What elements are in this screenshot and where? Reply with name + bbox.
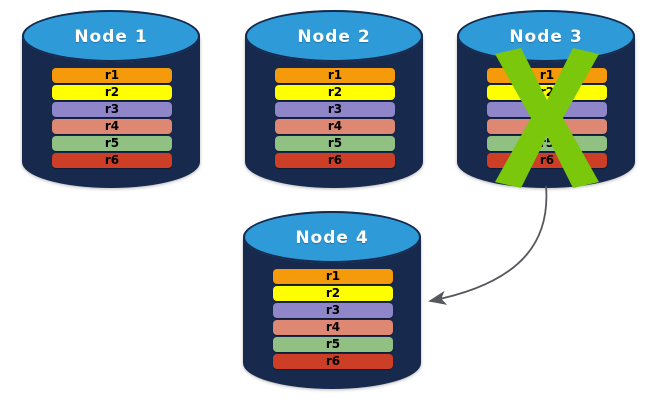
row-item[interactable]: r5 <box>52 136 172 151</box>
row-item[interactable]: r1 <box>52 68 172 83</box>
row-label: r6 <box>539 153 555 167</box>
row-item[interactable]: r2 <box>273 286 393 301</box>
row-label: r4 <box>539 119 555 133</box>
row-label: r3 <box>325 303 341 317</box>
row-label: r2 <box>327 85 343 99</box>
row-label: r4 <box>104 119 120 133</box>
row-label: r5 <box>104 136 120 150</box>
row-label: r1 <box>539 68 555 82</box>
row-label: r5 <box>325 337 341 351</box>
cylinder-top-disc <box>22 10 200 62</box>
row-item[interactable]: r3 <box>52 102 172 117</box>
row-item[interactable]: r3 <box>273 303 393 318</box>
row-stack: r1 r2 r3 r4 r5 r6 <box>273 269 393 371</box>
row-item[interactable]: r2 <box>275 85 395 100</box>
row-label: r6 <box>325 354 341 368</box>
row-label: r3 <box>327 102 343 116</box>
row-item[interactable]: r5 <box>275 136 395 151</box>
row-item[interactable]: r3 <box>275 102 395 117</box>
row-label: r5 <box>539 136 555 150</box>
row-item[interactable]: r3 <box>487 102 607 117</box>
row-item[interactable]: r6 <box>275 153 395 168</box>
node-title: Node 4 <box>295 228 369 248</box>
row-label: r3 <box>539 102 555 116</box>
row-item[interactable]: r4 <box>487 119 607 134</box>
row-label: r2 <box>104 85 120 99</box>
row-label: r2 <box>325 286 341 300</box>
row-stack: r1 r2 r3 r4 r5 r6 <box>487 68 607 170</box>
row-label: r4 <box>325 320 341 334</box>
row-label: r1 <box>325 269 341 283</box>
row-label: r3 <box>104 102 120 116</box>
node-title: Node 3 <box>509 27 583 47</box>
row-label: r5 <box>327 136 343 150</box>
row-label: r6 <box>327 153 343 167</box>
row-item[interactable]: r2 <box>487 85 607 100</box>
row-label: r6 <box>104 153 120 167</box>
row-item[interactable]: r5 <box>487 136 607 151</box>
node-cylinder-3[interactable]: Node 3 r1 r2 r3 r4 r5 r6 <box>457 10 635 188</box>
row-stack: r1 r2 r3 r4 r5 r6 <box>275 68 395 170</box>
row-item[interactable]: r1 <box>273 269 393 284</box>
row-item[interactable]: r2 <box>52 85 172 100</box>
cylinder-top-disc <box>243 211 421 263</box>
row-label: r1 <box>104 68 120 82</box>
node-cylinder-4[interactable]: Node 4 r1 r2 r3 r4 r5 r6 <box>243 211 421 389</box>
row-item[interactable]: r5 <box>273 337 393 352</box>
row-item[interactable]: r1 <box>487 68 607 83</box>
row-item[interactable]: r6 <box>273 354 393 369</box>
row-item[interactable]: r6 <box>487 153 607 168</box>
row-item[interactable]: r4 <box>275 119 395 134</box>
row-label: r4 <box>327 119 343 133</box>
row-stack: r1 r2 r3 r4 r5 r6 <box>52 68 172 170</box>
row-item[interactable]: r4 <box>273 320 393 335</box>
node-title: Node 1 <box>74 27 148 47</box>
row-item[interactable]: r4 <box>52 119 172 134</box>
row-label: r1 <box>327 68 343 82</box>
node-cylinder-1[interactable]: Node 1 r1 r2 r3 r4 r5 r6 <box>22 10 200 188</box>
node-title: Node 2 <box>297 27 371 47</box>
cylinder-top-disc <box>245 10 423 62</box>
row-item[interactable]: r6 <box>52 153 172 168</box>
row-label: r2 <box>539 85 555 99</box>
node-cylinder-2[interactable]: Node 2 r1 r2 r3 r4 r5 r6 <box>245 10 423 188</box>
row-item[interactable]: r1 <box>275 68 395 83</box>
